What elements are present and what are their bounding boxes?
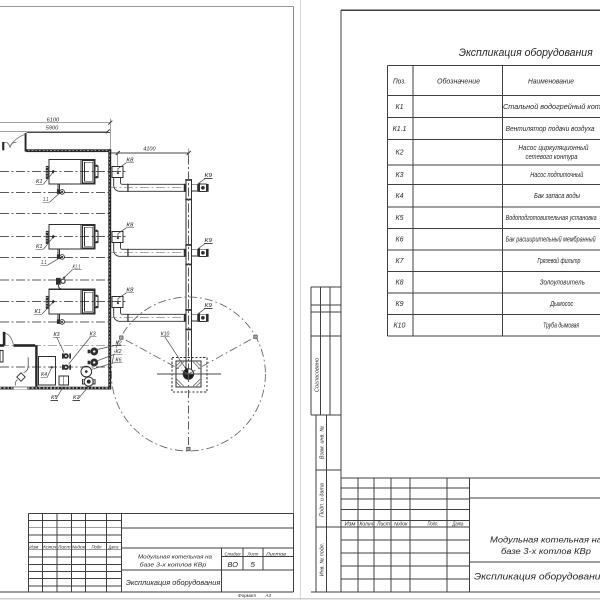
svg-text:Подп.: Подп. — [428, 521, 439, 527]
svg-text:К10: К10 — [161, 331, 170, 337]
svg-text:6100: 6100 — [47, 117, 60, 123]
svg-text:Колич: Колич — [360, 521, 374, 527]
svg-text:Согласовано: Согласовано — [314, 358, 320, 392]
svg-text:Бак расширительный мембранный: Бак расширительный мембранный — [506, 235, 596, 244]
svg-text:К1: К1 — [36, 244, 43, 250]
svg-text:4100: 4100 — [143, 147, 156, 153]
svg-text:Подп. и дата: Подп. и дата — [320, 483, 326, 517]
svg-text:К3: К3 — [90, 332, 96, 338]
svg-text:К1: К1 — [35, 309, 42, 315]
svg-text:К1: К1 — [395, 104, 403, 111]
svg-text:К1.1: К1.1 — [393, 126, 407, 133]
svg-text:Грязевой фильтр: Грязевой фильтр — [537, 256, 580, 265]
svg-text:Изм: Изм — [345, 521, 357, 527]
svg-text:Водоподготовительная установка: Водоподготовительная установка — [506, 213, 597, 222]
svg-text:Лист: Лист — [376, 521, 390, 527]
svg-text:5900: 5900 — [46, 126, 59, 132]
svg-text:Обозначение: Обозначение — [437, 77, 480, 86]
svg-text:Наименование: Наименование — [528, 77, 574, 86]
svg-text:Инв. № подл.: Инв. № подл. — [320, 543, 326, 576]
svg-text:К1.1: К1.1 — [73, 265, 81, 271]
svg-text:ВО: ВО — [228, 562, 239, 569]
svg-text:Изм: Изм — [29, 544, 38, 549]
svg-text:Насос циркуляционный: Насос циркуляционный — [518, 143, 588, 152]
svg-text:К3: К3 — [395, 172, 403, 179]
svg-text:Дымосос: Дымосос — [549, 299, 573, 308]
svg-text:Дата: Дата — [108, 544, 119, 549]
svg-text:К6: К6 — [116, 357, 122, 363]
svg-text:Лист: Лист — [247, 552, 259, 557]
svg-text:Листов: Листов — [265, 552, 287, 557]
svg-text:К8: К8 — [126, 222, 133, 228]
svg-text:К8: К8 — [395, 280, 403, 287]
svg-text:Лист: Лист — [57, 544, 71, 549]
svg-text:К7: К7 — [395, 258, 404, 265]
svg-text:Взам. инв. №: Взам. инв. № — [320, 426, 326, 460]
svg-text:сетевого контура: сетевого контура — [526, 152, 578, 161]
svg-text:К9: К9 — [205, 173, 213, 179]
svg-text:К6: К6 — [395, 237, 403, 244]
svg-text:А3: А3 — [264, 593, 271, 598]
svg-text:Труба дымовая: Труба дымовая — [543, 321, 579, 330]
svg-text:К2: К2 — [395, 150, 403, 157]
svg-text:К9: К9 — [395, 301, 403, 308]
svg-text:Формат: Формат — [238, 593, 257, 598]
svg-text:Золоуловитель: Золоуловитель — [540, 278, 585, 287]
svg-text:Модульная котельная на: Модульная котельная на — [138, 555, 213, 561]
svg-text:1.1: 1.1 — [41, 260, 47, 266]
svg-text:Стальной водогрейный котёл: Стальной водогрейный котёл — [503, 102, 600, 111]
svg-text:К3: К3 — [54, 332, 60, 338]
svg-text:Экспликация оборудования: Экспликация оборудования — [126, 578, 221, 587]
svg-text:К1: К1 — [36, 179, 43, 185]
svg-text:К8: К8 — [126, 287, 133, 293]
svg-text:К2: К2 — [116, 340, 122, 346]
svg-text:Бак запаса воды: Бак запаса воды — [534, 191, 581, 200]
svg-text:К4: К4 — [395, 193, 403, 200]
svg-text:К10: К10 — [394, 323, 406, 330]
svg-text:К5: К5 — [395, 215, 403, 222]
svg-text:Экспликация оборудования: Экспликация оборудования — [459, 47, 593, 59]
svg-text:Подп: Подп — [92, 544, 103, 549]
svg-text:1.1: 1.1 — [43, 197, 49, 203]
svg-text:Колич: Колич — [43, 544, 57, 549]
svg-text:Стадия: Стадия — [225, 552, 242, 557]
svg-text:5: 5 — [251, 562, 256, 569]
svg-text:Дата: Дата — [452, 521, 464, 527]
svg-text:Экспликация оборудования: Экспликация оборудования — [474, 572, 600, 583]
svg-text:№док: №док — [394, 521, 408, 527]
svg-text:К5: К5 — [51, 395, 58, 401]
svg-text:Насос подпиточный: Насос подпиточный — [530, 170, 583, 179]
svg-text:К8: К8 — [126, 157, 133, 163]
svg-text:Модульная котельная на: Модульная котельная на — [490, 536, 600, 545]
svg-text:базе 3-х котлов КВр: базе 3-х котлов КВр — [140, 562, 207, 568]
svg-text:№док: №док — [72, 544, 86, 549]
svg-text:базе 3-х котлов КВр: базе 3-х котлов КВр — [501, 547, 592, 556]
svg-text:Поз.: Поз. — [393, 77, 406, 86]
svg-text:Вентилятор подачи воздуха: Вентилятор подачи воздуха — [506, 124, 595, 133]
svg-text:К7: К7 — [73, 395, 81, 401]
svg-text:К4: К4 — [41, 372, 47, 378]
svg-text:К9: К9 — [205, 303, 213, 309]
svg-text:К2: К2 — [116, 349, 122, 355]
svg-text:К9: К9 — [205, 238, 213, 244]
